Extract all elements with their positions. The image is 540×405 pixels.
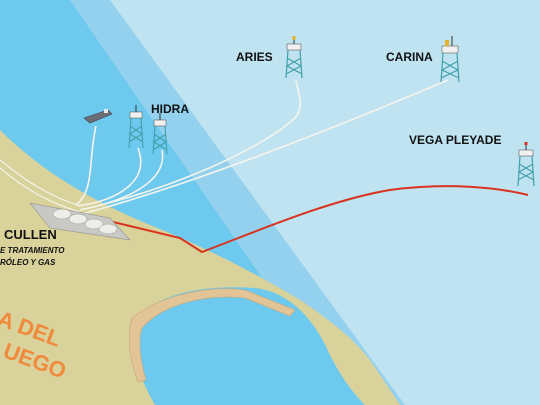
shelf-band xyxy=(70,0,405,405)
tanker-ship xyxy=(83,109,113,124)
pipeline-hidra-2 xyxy=(79,149,164,211)
platform-hidra-1 xyxy=(128,105,144,149)
label-plant-line2: RÓLEO Y GAS xyxy=(0,258,56,267)
platform-carina xyxy=(440,36,460,83)
platform-vega-pleyade xyxy=(517,142,535,187)
label-vega-pleyade: VEGA PLEYADE xyxy=(409,133,501,147)
label-plant-line1: E TRATAMIENTO xyxy=(0,246,65,255)
pipeline-onshore-2 xyxy=(0,167,81,213)
label-carina: CARINA xyxy=(386,50,433,64)
treatment-plant xyxy=(29,202,131,241)
bay-water xyxy=(134,287,365,405)
pipeline-onshore-1 xyxy=(0,159,81,207)
pipeline-aries xyxy=(79,79,302,211)
platform-hidra-2 xyxy=(152,113,168,155)
pipeline-carina xyxy=(81,79,449,215)
label-aries: ARIES xyxy=(236,50,273,64)
label-hidra: HIDRA xyxy=(151,102,189,116)
label-plant-name: CULLEN xyxy=(4,227,57,242)
oil-pipelines xyxy=(0,79,449,215)
pipeline-hidra-1 xyxy=(77,147,142,207)
pipeline-tanker xyxy=(75,125,97,206)
platform-aries xyxy=(285,36,303,79)
pipeline-vega-pleyade xyxy=(87,185,529,254)
breakwater xyxy=(128,288,296,383)
